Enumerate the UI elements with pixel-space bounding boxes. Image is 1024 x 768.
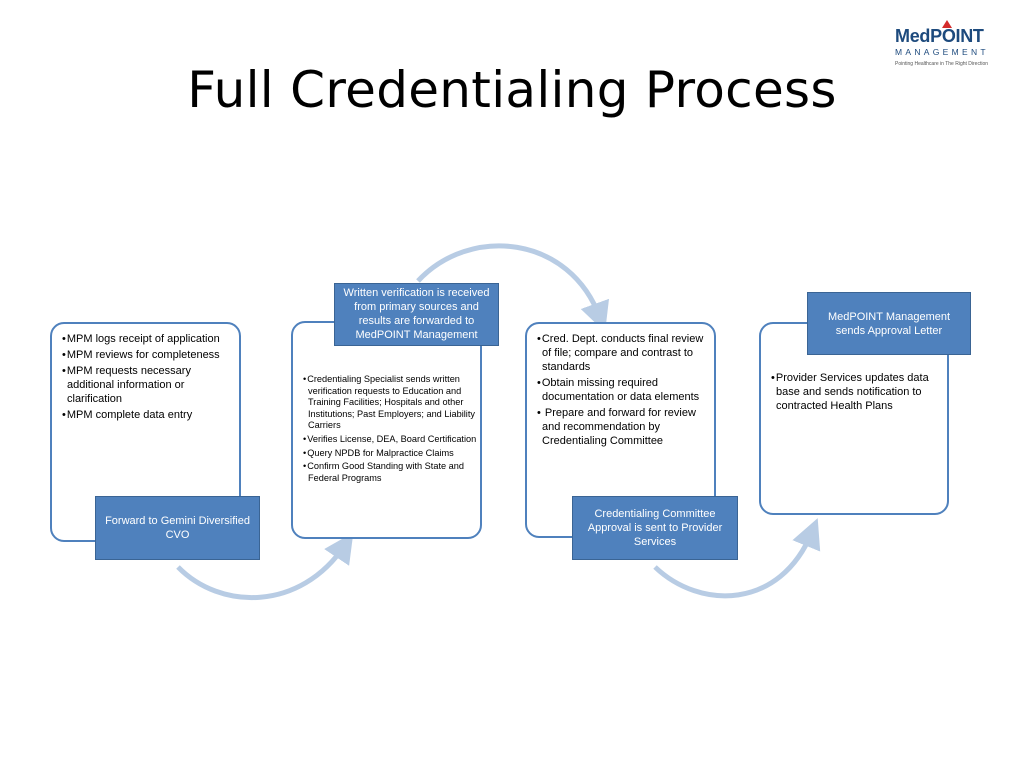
step3-bullets: Cred. Dept. conducts final review of fil… <box>533 332 709 450</box>
logo-brand: MedPOINT <box>895 26 984 47</box>
bullet-item: Verifies License, DEA, Board Certificati… <box>299 434 477 446</box>
logo-brand-point: POINT <box>930 26 984 46</box>
step4-bullets: Provider Services updates data base and … <box>767 371 945 413</box>
step3-label-box: Credentialing Committee Approval is sent… <box>572 496 738 560</box>
logo-management: MANAGEMENT <box>895 47 989 57</box>
arrow-step2-to-step3 <box>416 243 609 333</box>
bullet-item: MPM complete data entry <box>58 408 238 422</box>
bullet-item: Prepare and forward for review and recom… <box>533 406 709 448</box>
bullet-item: MPM logs receipt of application <box>58 332 238 346</box>
logo-brand-med: Med <box>895 26 931 46</box>
bullet-item: Provider Services updates data base and … <box>767 371 945 413</box>
step1-label-box: Forward to Gemini Diversified CVO <box>95 496 260 560</box>
bullet-item: MPM reviews for completeness <box>58 348 238 362</box>
logo-triangle-icon <box>942 20 952 28</box>
page-title: Full Credentialing Process <box>187 61 837 119</box>
step4-label-box: MedPOINT Management sends Approval Lette… <box>807 292 971 355</box>
arrow-step3-to-step4 <box>653 518 821 599</box>
logo-tagline: Pointing Healthcare in The Right Directi… <box>895 61 989 67</box>
step2-bullets: Credentialing Specialist sends written v… <box>299 374 477 486</box>
bullet-item: Cred. Dept. conducts final review of fil… <box>533 332 709 374</box>
bullet-item: Obtain missing required documentation or… <box>533 376 709 404</box>
step2-label-box: Written verification is received from pr… <box>334 283 499 346</box>
step2-panel: Credentialing Specialist sends written v… <box>291 321 482 539</box>
medpoint-logo: MedPOINT MANAGEMENT Pointing Healthcare … <box>893 20 1003 72</box>
bullet-item: Query NPDB for Malpractice Claims <box>299 448 477 460</box>
bullet-item: Credentialing Specialist sends written v… <box>299 374 477 432</box>
step1-bullets: MPM logs receipt of application MPM revi… <box>58 332 238 424</box>
bullet-item: Confirm Good Standing with State and Fed… <box>299 461 477 484</box>
bullet-item: MPM requests necessary additional inform… <box>58 364 238 406</box>
arrow-step1-to-step2 <box>176 532 354 601</box>
